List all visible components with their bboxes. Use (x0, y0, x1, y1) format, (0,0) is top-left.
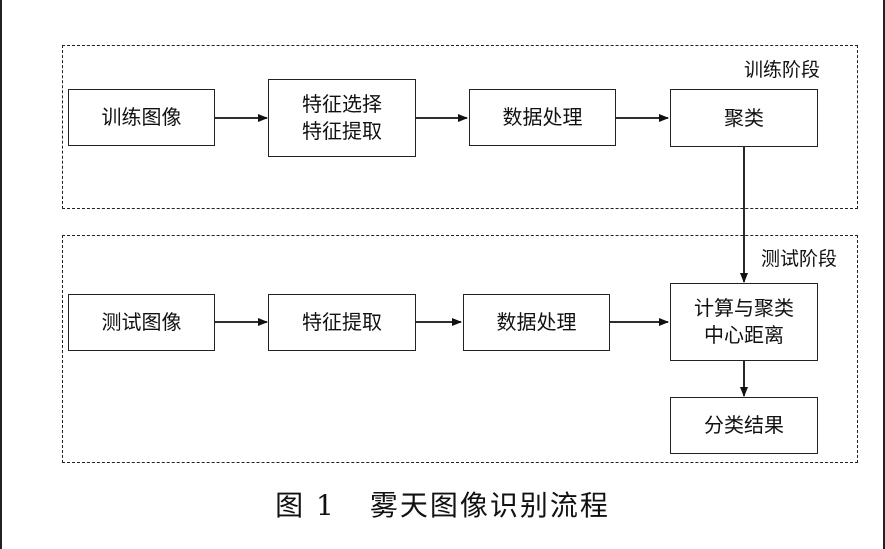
train-data-processing-label: 数据处理 (502, 105, 583, 129)
compute-cluster-distance-label: 计算与聚类 中心距离 (694, 296, 794, 347)
page-border-right (883, 0, 885, 549)
clustering-label: 聚类 (724, 105, 764, 130)
figure-title: 雾天图像识别流程 (369, 489, 610, 522)
training-image-box: 训练图像 (68, 89, 215, 146)
clustering-box: 聚类 (670, 89, 818, 147)
train-data-processing-box: 数据处理 (469, 89, 616, 146)
testing-stage-region (62, 235, 858, 463)
compute-cluster-distance-box: 计算与聚类 中心距离 (670, 283, 818, 361)
feature-select-extract-label: 特征选择 特征提取 (302, 92, 382, 143)
page-border-left (0, 0, 2, 549)
feature-select-extract-box: 特征选择 特征提取 (268, 79, 416, 157)
classification-result-box: 分类结果 (670, 397, 818, 454)
test-feature-extract-label: 特征提取 (302, 310, 382, 334)
classification-result-label: 分类结果 (704, 413, 784, 437)
test-data-processing-label: 数据处理 (496, 310, 577, 334)
test-feature-extract-box: 特征提取 (268, 294, 416, 351)
figure-caption: 图 1 雾天图像识别流程 (0, 484, 885, 524)
figure-number: 图 1 (275, 489, 336, 522)
training-stage-region (62, 45, 858, 209)
training-image-label: 训练图像 (101, 105, 182, 129)
test-image-box: 测试图像 (68, 294, 215, 351)
test-data-processing-box: 数据处理 (463, 294, 610, 351)
training-stage-label: 训练阶段 (744, 59, 821, 81)
test-image-label: 测试图像 (101, 310, 182, 334)
testing-stage-label: 测试阶段 (761, 248, 838, 270)
